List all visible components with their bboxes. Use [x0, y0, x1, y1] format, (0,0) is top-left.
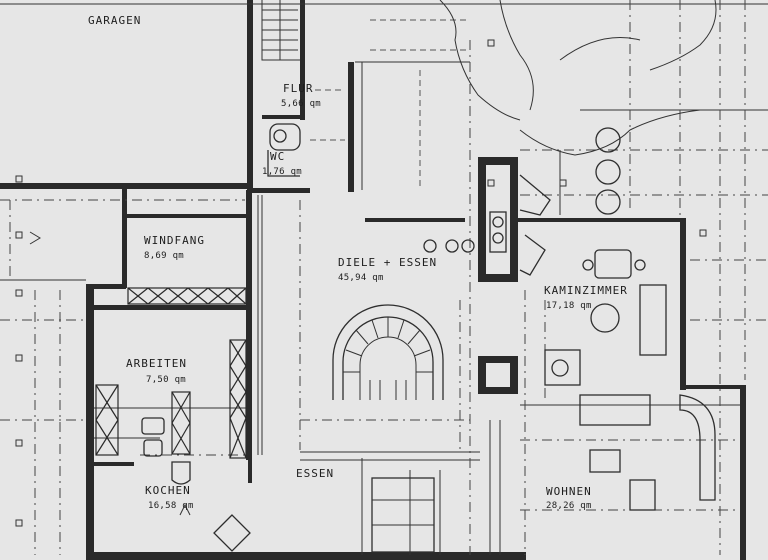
stair-arched: [332, 304, 444, 400]
room-arbeiten-name: ARBEITEN: [126, 357, 187, 370]
room-essen-name: ESSEN: [296, 467, 334, 480]
room-diele-area: 45,94 qm: [338, 273, 384, 283]
room-arbeiten-area: 7,50 qm: [146, 375, 186, 385]
room-kamin-area: 17,18 qm: [546, 301, 592, 311]
room-wohnen-name: WOHNEN: [546, 485, 592, 498]
room-wohnen-area: 28,26 qm: [546, 501, 592, 511]
room-labels: GARAGEN FLUR 5,66 qm WC 1,76 qm WINDFANG…: [88, 14, 628, 511]
room-wc-area: 1,76 qm: [262, 167, 302, 177]
stair-flur: [261, 0, 300, 61]
room-kochen-area: 16,58 qm: [148, 501, 194, 511]
landscape-contours: [439, 0, 717, 156]
room-kamin-name: KAMINZIMMER: [544, 284, 628, 297]
room-garage-name: GARAGEN: [88, 14, 141, 27]
room-windfang-name: WINDFANG: [144, 234, 205, 247]
room-flur-area: 5,66 qm: [281, 99, 321, 109]
room-kochen-name: KOCHEN: [145, 484, 191, 497]
furniture: [141, 123, 716, 553]
walls: [0, 0, 746, 560]
symbols: [15, 39, 707, 527]
room-flur-name: FLUR: [283, 82, 314, 95]
room-diele-name: DIELE + ESSEN: [338, 256, 437, 269]
shelving: [95, 287, 251, 552]
room-windfang-area: 8,69 qm: [144, 251, 184, 261]
room-wc-name: WC: [270, 150, 285, 163]
